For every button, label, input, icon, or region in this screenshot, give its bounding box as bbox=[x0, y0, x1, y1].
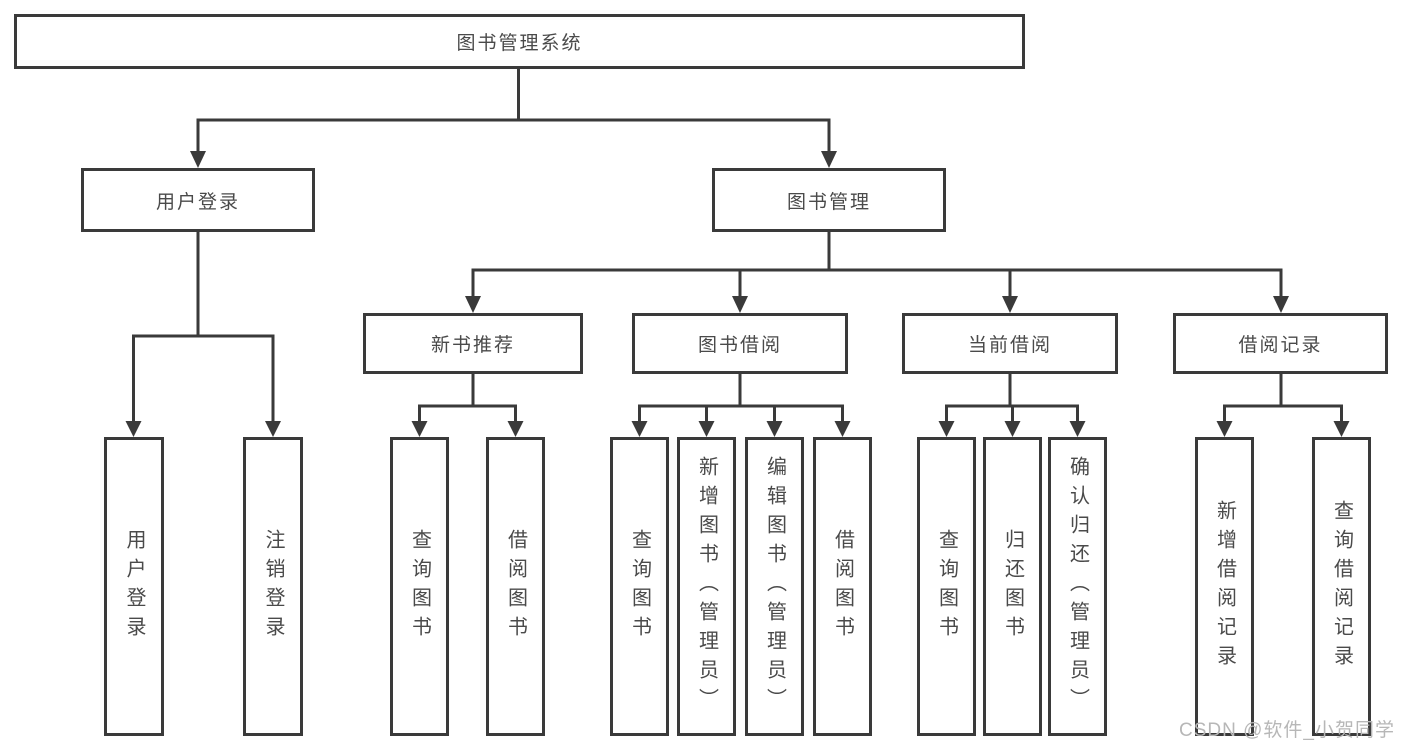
node-borrowing-records: 借阅记录 bbox=[1173, 313, 1388, 374]
leaf-add-books-admin: 新增图书（管理员） bbox=[677, 437, 736, 736]
connector-borrowing-records bbox=[1216, 374, 1350, 437]
node-user-login: 用户登录 bbox=[81, 168, 315, 232]
leaf-edit-books-admin: 编辑图书（管理员） bbox=[745, 437, 804, 736]
node-current-borrowing: 当前借阅 bbox=[902, 313, 1118, 374]
leaf-query-books-borrow: 查询图书 bbox=[610, 437, 669, 736]
node-library-management-system: 图书管理系统 bbox=[14, 14, 1025, 69]
connector-current-borrowing bbox=[938, 374, 1086, 437]
leaf-confirm-return-admin: 确认归还（管理员） bbox=[1048, 437, 1107, 736]
leaf-add-borrow-record: 新增借阅记录 bbox=[1195, 437, 1254, 736]
connector-book-management bbox=[465, 232, 1289, 313]
leaf-user-login: 用户登录 bbox=[104, 437, 164, 736]
connector-root bbox=[190, 69, 837, 168]
node-book-management: 图书管理 bbox=[712, 168, 946, 232]
leaf-query-books-current: 查询图书 bbox=[917, 437, 976, 736]
leaf-borrow-books-recommend: 借阅图书 bbox=[486, 437, 545, 736]
watermark: CSDN @软件_小贺同学 bbox=[1179, 720, 1395, 741]
connector-book-borrowing bbox=[631, 374, 851, 437]
connector-user-login bbox=[125, 232, 281, 437]
leaf-query-borrow-record: 查询借阅记录 bbox=[1312, 437, 1371, 736]
leaf-borrow-books-borrow: 借阅图书 bbox=[813, 437, 872, 736]
connector-new-book-recommendation bbox=[411, 374, 524, 437]
leaf-return-books: 归还图书 bbox=[983, 437, 1042, 736]
leaf-query-books-recommend: 查询图书 bbox=[390, 437, 449, 736]
node-book-borrowing: 图书借阅 bbox=[632, 313, 848, 374]
node-new-book-recommendation: 新书推荐 bbox=[363, 313, 583, 374]
leaf-logout: 注销登录 bbox=[243, 437, 303, 736]
